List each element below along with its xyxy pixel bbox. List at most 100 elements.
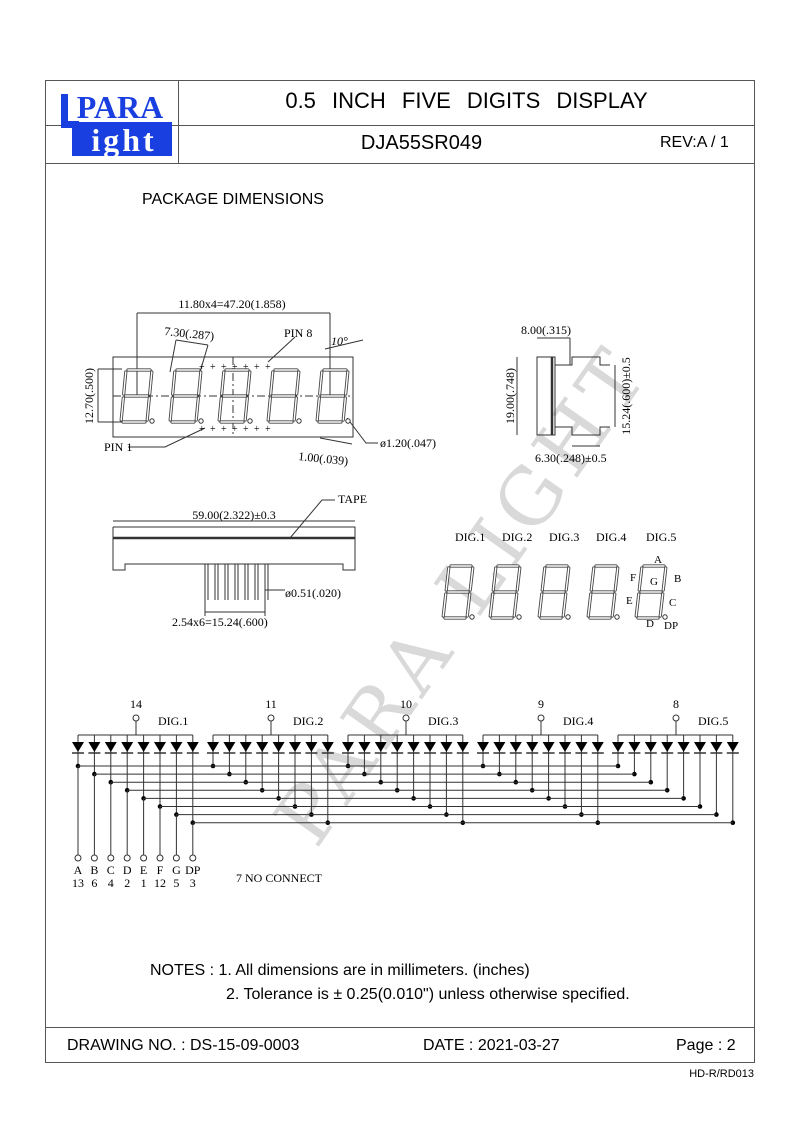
pin1-label: PIN 1 <box>104 440 132 454</box>
bottom-view: 59.00(2.322)±0.3 TAPE ø0.51(.020) 2.54x6… <box>112 492 367 629</box>
diode-icon <box>677 742 690 752</box>
diode-icon <box>628 742 641 752</box>
segment-inner <box>469 567 474 591</box>
segment-label-d: D <box>646 618 654 630</box>
common-pin <box>132 714 140 722</box>
segment-inner <box>146 397 151 421</box>
segment-pin-number: 13 <box>72 876 84 890</box>
note-2: 2. Tolerance is ± 0.25(0.010") unless ot… <box>226 986 630 1003</box>
diode-icon <box>575 742 588 752</box>
svg-text:ight: ight <box>91 122 156 156</box>
segment-pin-number: 6 <box>91 876 97 890</box>
revision: REV:A / 1 <box>660 134 729 151</box>
segment-name: B <box>90 863 98 877</box>
segment-inner <box>269 371 274 395</box>
diode-icon <box>424 742 436 752</box>
digit-label: DIG.4 <box>563 714 593 728</box>
segment-inner <box>342 397 347 421</box>
diode-icon <box>72 742 84 752</box>
digit-width-dimension: 7.30(.287) <box>164 324 215 343</box>
segment-inner <box>316 397 321 421</box>
section-title: PACKAGE DIMENSIONS <box>142 191 324 208</box>
segment-inner <box>120 397 125 421</box>
page-number: Page : 2 <box>676 1037 736 1054</box>
diode-icon <box>526 742 539 752</box>
side-height-dimension: 19.00(.748) <box>503 368 517 424</box>
pin-marker: + <box>265 362 271 373</box>
pin-diameter-dimension: ø0.51(.020) <box>285 586 341 600</box>
front-view: ++++++++++++++ 11.80x4=47.20(1.858) 7.30… <box>82 297 436 468</box>
diode-icon <box>170 742 183 752</box>
document-title: 0.5 INCH FIVE DIGITS DISPLAY <box>285 88 648 113</box>
diode-icon <box>591 742 604 752</box>
seven-segment-digit <box>119 368 155 424</box>
pitch-dimension: 11.80x4=47.20(1.858) <box>178 297 285 311</box>
segment-name: G <box>172 863 181 877</box>
diode-icon <box>644 742 657 752</box>
pin-marker: + <box>243 424 249 435</box>
segment-name: A <box>74 863 83 877</box>
seven-segment-digit <box>217 368 253 424</box>
segment-pin <box>156 854 164 862</box>
segment-inner <box>220 371 225 395</box>
diode-icon <box>493 742 506 752</box>
pin-marker: + <box>265 424 271 435</box>
segment-pin-number: 3 <box>190 876 196 890</box>
decimal-point <box>247 418 253 424</box>
common-pin-number: 9 <box>538 697 544 711</box>
divider <box>45 1027 755 1028</box>
segment-pin <box>123 854 131 862</box>
segment-inner <box>244 397 249 421</box>
segment-pin <box>90 854 98 862</box>
digit-label: DIG.1 <box>158 714 188 728</box>
diode-icon <box>542 742 555 752</box>
segment-inner <box>489 593 494 617</box>
seven-segment-digit <box>315 368 351 424</box>
diode-icon <box>239 742 252 752</box>
common-pin <box>267 714 275 722</box>
segment-name: DP <box>185 863 201 877</box>
diode-icon <box>559 742 571 752</box>
note-1: NOTES : 1. All dimensions are in millime… <box>150 962 530 979</box>
segment-inner <box>148 371 153 395</box>
pin-marker: + <box>232 362 238 373</box>
divider <box>178 80 179 163</box>
side-width-dimension: 8.00(.315) <box>521 323 571 337</box>
digit-identification: DIG.1 DIG.2 DIG.3 DIG.4 DIG.5 A B C D E … <box>441 530 681 632</box>
segment-label-f: F <box>630 572 636 584</box>
diode-icon <box>726 742 739 752</box>
segment-inner <box>246 371 251 395</box>
segment-pin-number: 5 <box>173 876 179 890</box>
pin-marker: + <box>254 362 260 373</box>
diode-icon <box>137 742 150 752</box>
segment-pin <box>74 854 82 862</box>
segment-name: E <box>140 863 147 877</box>
decimal-point <box>565 614 571 620</box>
decimal-point <box>345 418 351 424</box>
segment-pin <box>189 854 197 862</box>
diode-icon <box>661 742 674 752</box>
diode-icon <box>358 742 371 752</box>
segment-inner <box>295 371 300 395</box>
divider <box>45 163 755 164</box>
pin-marker: + <box>210 362 216 373</box>
pin-marker: + <box>232 424 238 435</box>
diode-icon <box>321 742 334 752</box>
drawing-date: DATE : 2021-03-27 <box>423 1037 560 1054</box>
common-pin-number: 8 <box>673 697 679 711</box>
diode-icon <box>154 742 166 752</box>
segment-inner <box>122 371 127 395</box>
model-number: DJA55SR049 <box>360 132 483 154</box>
segment-pin <box>172 854 180 862</box>
decimal-point <box>296 418 302 424</box>
segment-inner <box>492 567 497 591</box>
common-pin-number: 10 <box>400 697 412 711</box>
pin-marker: + <box>254 424 260 435</box>
side-view: 8.00(.315) 19.00(.748) 15.24(.600)±0.5 6… <box>503 323 633 465</box>
digit-label: DIG.5 <box>698 714 728 728</box>
svg-text:PARA: PARA <box>77 89 164 125</box>
decimal-point <box>149 418 155 424</box>
decimal-point <box>662 614 668 620</box>
common-pin-number: 14 <box>130 697 142 711</box>
segment-pin-number: 2 <box>124 876 130 890</box>
